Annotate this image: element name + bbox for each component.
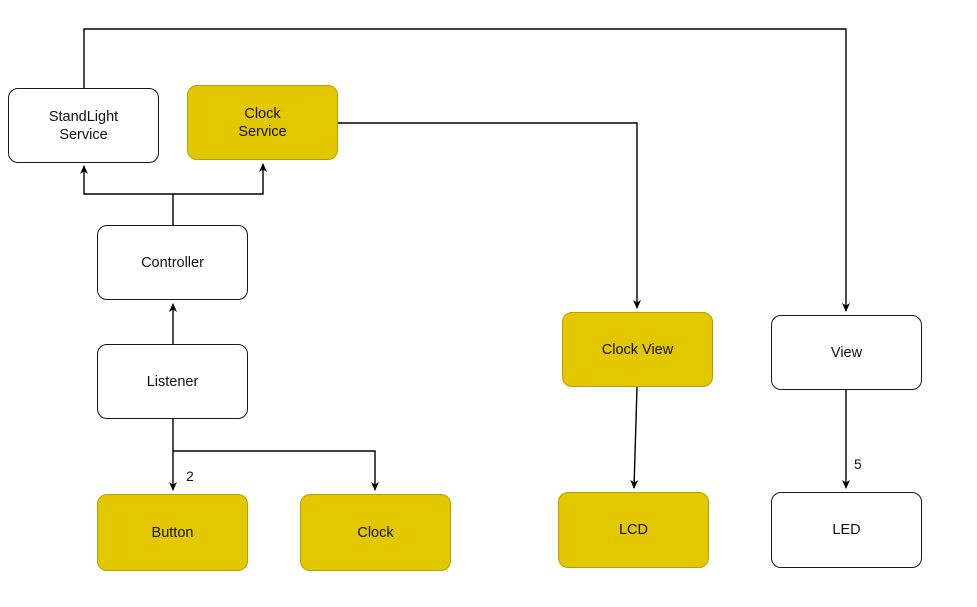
node-lcd[interactable]: LCD	[558, 492, 709, 568]
edge-clock-service-to-clock-view	[338, 122, 641, 309]
node-clock-view[interactable]: Clock View	[562, 312, 713, 387]
edge-standlight-service-to-view	[83, 28, 850, 312]
edge-clock-view-to-lcd	[630, 386, 639, 489]
node-standlight-service[interactable]: StandLight Service	[8, 88, 159, 163]
node-view[interactable]: View	[771, 315, 922, 390]
node-listener[interactable]: Listener	[97, 344, 248, 419]
node-clock[interactable]: Clock	[300, 494, 451, 571]
node-controller[interactable]: Controller	[97, 225, 248, 300]
edge-label-view-led: 5	[854, 456, 862, 472]
node-button[interactable]: Button	[97, 494, 248, 571]
edge-controller-to-standlight-service	[80, 165, 174, 225]
node-clock-service[interactable]: Clock Service	[187, 85, 338, 160]
edge-listener-to-clock	[173, 450, 379, 491]
edge-controller-to-clock-service	[173, 163, 267, 195]
edge-label-listener-button: 2	[186, 468, 194, 484]
node-led[interactable]: LED	[771, 492, 922, 568]
